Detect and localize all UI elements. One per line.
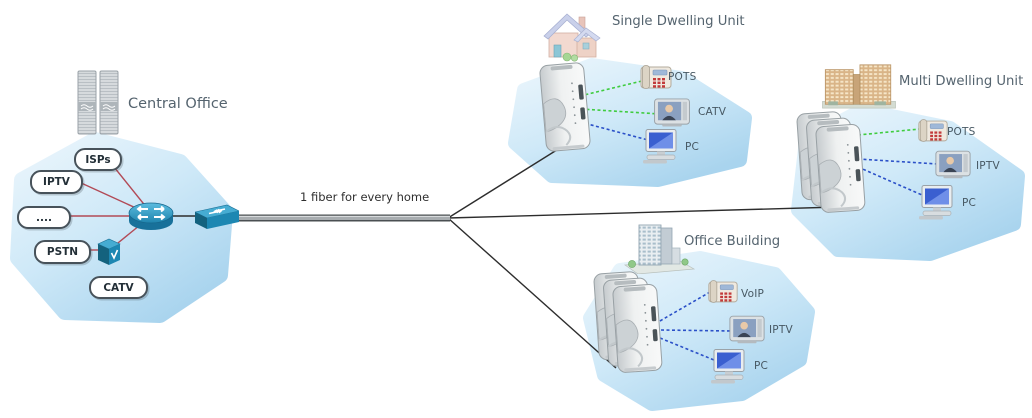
fiber-trunk-label: 1 fiber for every home xyxy=(300,190,430,204)
apartment-buildings-icon xyxy=(820,61,898,111)
server-rack-icon xyxy=(76,68,122,138)
ont-icon xyxy=(610,282,664,375)
ont-stack-icon xyxy=(591,268,666,378)
office-building-title: Office Building xyxy=(684,234,781,249)
tv-icon xyxy=(652,97,692,128)
tv-icon xyxy=(934,149,972,180)
service-pill-others-label: .... xyxy=(36,211,52,224)
pc-icon xyxy=(640,128,682,164)
switch-icon xyxy=(195,202,239,230)
ont-icon xyxy=(813,122,867,215)
service-pill-catv-label: CATV xyxy=(103,281,134,294)
fiber-drop-sdu xyxy=(447,147,561,219)
cloud-shapes xyxy=(10,58,1025,411)
service-pill-pstn-label: PSTN xyxy=(46,246,79,258)
fiber-trunk xyxy=(234,214,450,222)
pc-icon xyxy=(916,184,958,220)
tv-icon xyxy=(728,314,766,345)
multi-dwelling-title: Multi Dwelling Unit xyxy=(899,74,1024,89)
sdu-service-links xyxy=(579,78,661,141)
office-iptv-label: IPTV xyxy=(769,324,793,336)
phone-icon xyxy=(706,277,740,306)
fiber-drop-office xyxy=(447,217,617,369)
service-pill-catv: CATV xyxy=(89,276,148,299)
service-pill-isps-label: ISPs xyxy=(85,153,111,166)
office-pc-label: PC xyxy=(754,360,769,372)
office-service-links xyxy=(659,291,733,361)
single-dwelling-title: Single Dwelling Unit xyxy=(612,14,745,29)
voice-gateway-icon xyxy=(94,236,124,267)
router-icon xyxy=(128,200,174,232)
sdu-pc-label: PC xyxy=(685,141,700,153)
mdu-iptv-label: IPTV xyxy=(976,160,1000,172)
sdu-pots-label: POTS xyxy=(668,71,697,83)
service-pill-others: .... xyxy=(17,206,71,229)
central-office-title: Central Office xyxy=(128,96,228,112)
house-icon xyxy=(539,7,603,62)
ont-icon xyxy=(537,60,593,154)
mdu-pots-label: POTS xyxy=(947,126,976,138)
ont-stack-icon xyxy=(794,108,869,218)
service-pill-pstn: PSTN xyxy=(34,240,91,264)
service-pill-isps: ISPs xyxy=(74,148,122,171)
fiber-drop-mdu xyxy=(447,206,839,219)
sdu-catv-label: CATV xyxy=(698,106,727,118)
pc-icon xyxy=(708,348,750,384)
mdu-pc-label: PC xyxy=(962,197,977,209)
service-pill-iptv: IPTV xyxy=(30,170,83,194)
office-voip-label: VoIP xyxy=(741,288,765,300)
service-pill-iptv-label: IPTV xyxy=(43,176,70,188)
mdu-service-links xyxy=(857,128,939,196)
phone-icon xyxy=(916,116,950,145)
